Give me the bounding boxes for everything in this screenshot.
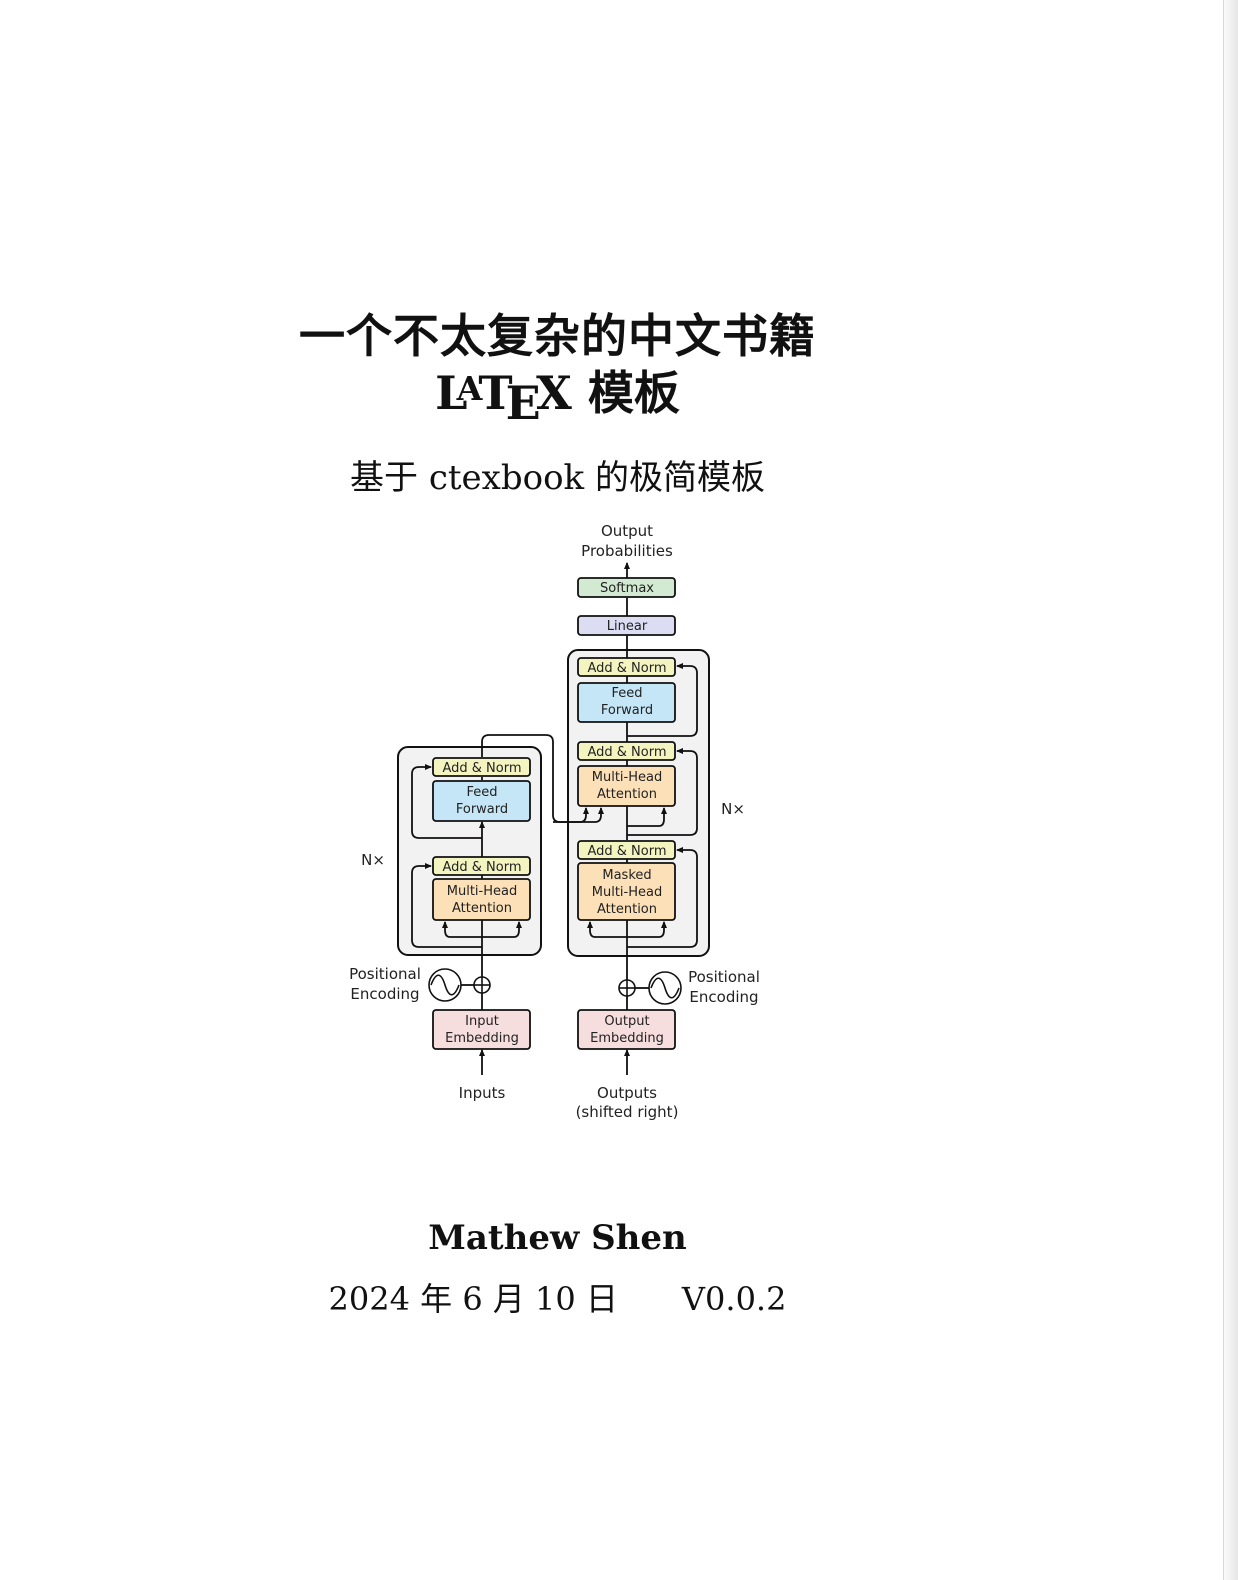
outputs-label-1: Outputs [597,1084,657,1102]
decoder-mha-2: Attention [597,787,657,802]
latex-logo: LATEX [435,366,572,431]
page-edge [1223,0,1238,1580]
author: Mathew Shen [428,1218,687,1258]
title-line-2: LATEX 模板 [200,357,915,430]
decoder-feed-forward-2: Forward [601,703,653,718]
encoder-mha-2: Attention [452,901,512,916]
input-embedding-1: Input [465,1014,499,1029]
encoder-nx: N× [361,851,385,869]
decoder-masked-3: Attention [597,902,657,917]
encoder-pos-enc-1: Positional [349,965,421,983]
encoder-add-norm-1: Add & Norm [442,860,521,875]
decoder-feed-forward-1: Feed [611,686,642,701]
title-suffix: 模板 [587,366,680,420]
encoder-pos-enc-2: Encoding [350,985,419,1003]
encoder-mha-1: Multi-Head [447,884,517,899]
decoder-nx: N× [721,800,745,818]
encoder-feed-forward-1: Feed [466,785,497,800]
outputs-label-2: (shifted right) [576,1103,679,1121]
encoder-feed-forward-2: Forward [456,802,508,817]
title-line-1: 一个不太复杂的中文书籍 [299,309,816,363]
date: 2024 年 6 月 10 日 [328,1280,618,1318]
decoder-add-norm-1: Add & Norm [587,844,666,859]
decoder-pos-enc-2: Encoding [689,988,758,1006]
decoder-add-norm-3: Add & Norm [587,661,666,676]
output-probabilities-2: Probabilities [581,542,673,560]
decoder-masked-1: Masked [602,868,651,883]
output-probabilities-1: Output [601,522,653,540]
decoder-masked-2: Multi-Head [592,885,662,900]
output-embedding-2: Embedding [590,1031,664,1046]
transformer-diagram: Softmax Linear Add & Norm Feed Forward A… [349,522,760,1121]
linear-label: Linear [607,619,648,634]
date-version-line: 2024 年 6 月 10 日 V0.0.2 [200,1274,915,1320]
decoder-add-norm-2: Add & Norm [587,745,666,760]
encoder-add-norm-2: Add & Norm [442,761,521,776]
output-embedding-1: Output [604,1014,649,1029]
decoder-pos-enc-1: Positional [688,968,760,986]
softmax-label: Softmax [600,581,654,596]
subtitle: 基于 ctexbook 的极简模板 [350,458,765,498]
decoder-mha-1: Multi-Head [592,770,662,785]
inputs-label: Inputs [459,1084,506,1102]
version: V0.0.2 [681,1280,787,1318]
input-embedding-2: Embedding [445,1031,519,1046]
